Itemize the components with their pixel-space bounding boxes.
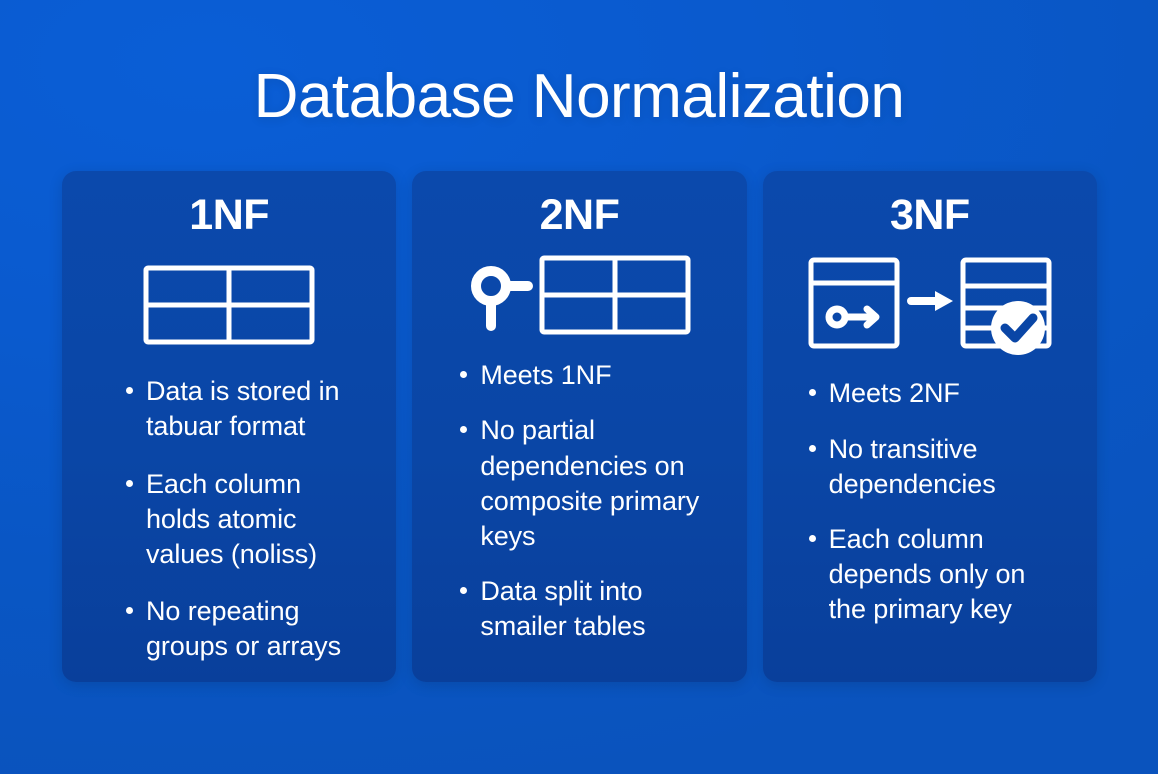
- table-grid-icon: [143, 252, 315, 358]
- key-node-table-icon: [466, 252, 692, 342]
- card-1nf-title: 1NF: [189, 191, 270, 239]
- list-item: Meets 2NF: [803, 376, 1055, 411]
- list-item: Data split into smailer tables: [454, 574, 716, 644]
- list-item: Each column depends only on the primary …: [803, 522, 1055, 627]
- list-item: No repeating groups or arrays: [120, 594, 350, 664]
- list-item: No partial dependencies on composite pri…: [454, 413, 716, 553]
- list-item: Data is stored in tabuar format: [120, 374, 350, 444]
- list-item: Each column holds atomic values (noliss): [120, 467, 350, 572]
- card-2nf-bullets: Meets 1NF No partial dependencies on com…: [422, 358, 736, 664]
- normal-form-card-list: 1NF Data is stored in tabuar format Each…: [62, 171, 1097, 682]
- card-1nf-bullets: Data is stored in tabuar format Each col…: [72, 374, 386, 664]
- card-2nf[interactable]: 2NF Mee: [412, 171, 747, 682]
- card-3nf-title: 3NF: [889, 191, 970, 239]
- card-1nf[interactable]: 1NF Data is stored in tabuar format Each…: [62, 171, 397, 682]
- list-item: Meets 1NF: [454, 358, 716, 393]
- table-arrow-table-check-icon: [807, 252, 1053, 360]
- card-2nf-title: 2NF: [539, 191, 620, 239]
- page-title: Database Normalization: [253, 62, 905, 131]
- list-item: No transitive dependencies: [803, 432, 1055, 502]
- card-3nf[interactable]: 3NF: [762, 171, 1097, 682]
- card-3nf-bullets: Meets 2NF No transitive dependencies Eac…: [773, 376, 1087, 647]
